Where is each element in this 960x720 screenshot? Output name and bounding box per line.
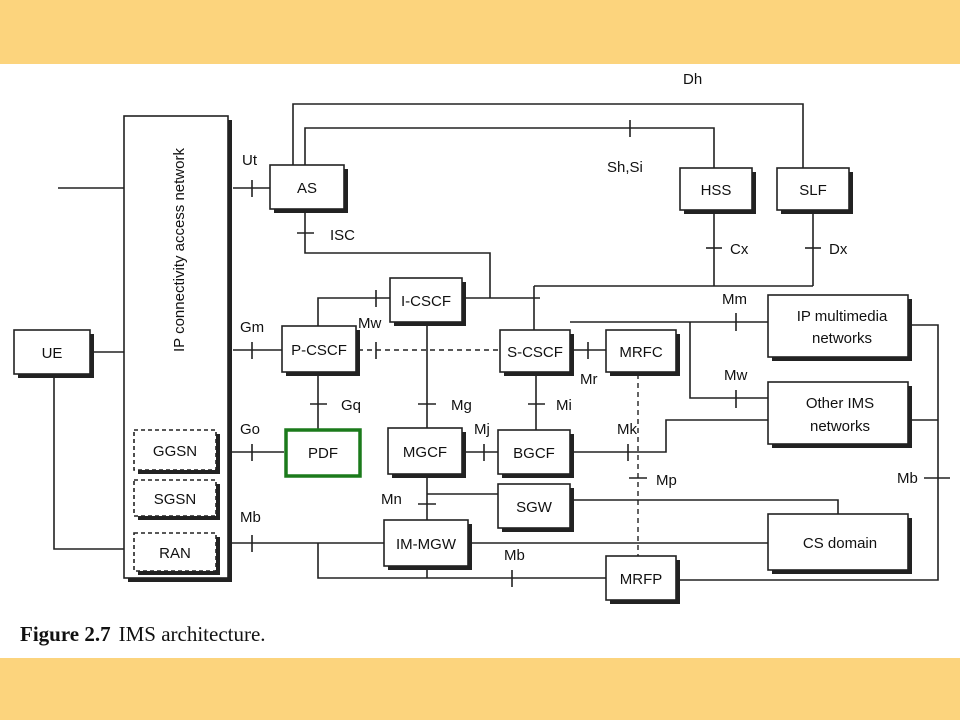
mi-label: Mi — [556, 397, 572, 414]
ip-multimedia-label-line1: IP multimedia — [797, 308, 888, 325]
cs-domain-box — [767, 513, 909, 571]
hss-box — [679, 167, 753, 211]
mrfc-box — [605, 329, 677, 373]
ut-label: Ut — [242, 152, 258, 169]
mb-bottom-label: Mb — [504, 547, 525, 564]
gq-label: Gq — [341, 397, 361, 414]
s-cscf-label: S-CSCF — [507, 344, 563, 361]
gm-label: Gm — [240, 319, 264, 336]
mr-label: Mr — [580, 371, 598, 388]
bottom-banner — [0, 658, 960, 720]
ip-multimedia-networks-box — [767, 294, 909, 358]
ggsn-box — [133, 429, 217, 471]
ip-multimedia-label-line2: networks — [812, 330, 872, 347]
ue-label: UE — [42, 345, 63, 362]
ran-label: RAN — [159, 545, 191, 562]
isc-label: ISC — [330, 227, 355, 244]
sgw-box — [497, 483, 571, 529]
dx-label: Dx — [829, 241, 848, 258]
as-box — [269, 164, 345, 210]
mp-label: Mp — [656, 472, 677, 489]
i-cscf-box — [389, 277, 463, 323]
sgsn-label: SGSN — [154, 491, 197, 508]
slf-label: SLF — [799, 182, 827, 199]
slf-box — [776, 167, 850, 211]
node-boxes — [13, 115, 912, 604]
i-cscf-label: I-CSCF — [401, 293, 451, 310]
mb-right-label: Mb — [897, 470, 918, 487]
figure-title: IMS architecture. — [118, 622, 266, 646]
bgcf-box — [497, 429, 571, 475]
mrfp-box — [605, 555, 677, 601]
im-mgw-box — [383, 519, 469, 567]
sgsn-box — [133, 479, 217, 517]
mn-label: Mn — [381, 491, 402, 508]
mw-label: Mw — [358, 315, 381, 332]
ran-box — [133, 532, 217, 572]
mb-left-label: Mb — [240, 509, 261, 526]
node-labels: IP connectivity access network UE GGSN S… — [42, 148, 888, 588]
other-ims-label-line1: Other IMS — [806, 395, 874, 412]
ue-box — [13, 329, 91, 375]
s-cscf-box — [499, 329, 571, 373]
figure-caption: Figure 2.7 IMS architecture. — [20, 622, 266, 647]
ip-connectivity-access-network-label: IP connectivity access network — [171, 148, 188, 352]
figure-number: Figure 2.7 — [20, 622, 111, 646]
hss-label: HSS — [701, 182, 732, 199]
p-cscf-box — [281, 325, 357, 373]
pdf-label: PDF — [308, 445, 338, 462]
mm-label: Mm — [722, 291, 747, 308]
mj-label: Mj — [474, 421, 490, 438]
cs-domain-label: CS domain — [803, 535, 877, 552]
pdf-box — [284, 428, 362, 478]
bgcf-label: BGCF — [513, 445, 555, 462]
interface-labels: Dh Sh,Si Ut ISC Cx Dx Gm Mw Mm Mr Gq Mg … — [240, 71, 918, 564]
mrfp-label: MRFP — [620, 571, 663, 588]
dh-label: Dh — [683, 71, 702, 88]
sgw-label: SGW — [516, 499, 553, 516]
top-banner — [0, 0, 960, 64]
mgcf-label: MGCF — [403, 444, 447, 461]
other-ims-networks-box — [767, 381, 909, 445]
mg-label: Mg — [451, 397, 472, 414]
mw-other-ims-label: Mw — [724, 367, 747, 384]
ggsn-label: GGSN — [153, 443, 197, 460]
cx-label: Cx — [730, 241, 749, 258]
as-label: AS — [297, 180, 317, 197]
mk-label: Mk — [617, 421, 637, 438]
interface-ticks — [251, 120, 821, 587]
sh-si-label: Sh,Si — [607, 159, 643, 176]
p-cscf-label: P-CSCF — [291, 342, 347, 359]
mrfc-label: MRFC — [619, 344, 662, 361]
go-label: Go — [240, 421, 260, 438]
im-mgw-label: IM-MGW — [396, 536, 457, 553]
connection-lines — [53, 103, 950, 581]
mgcf-box — [387, 427, 463, 475]
other-ims-label-line2: networks — [810, 418, 870, 435]
